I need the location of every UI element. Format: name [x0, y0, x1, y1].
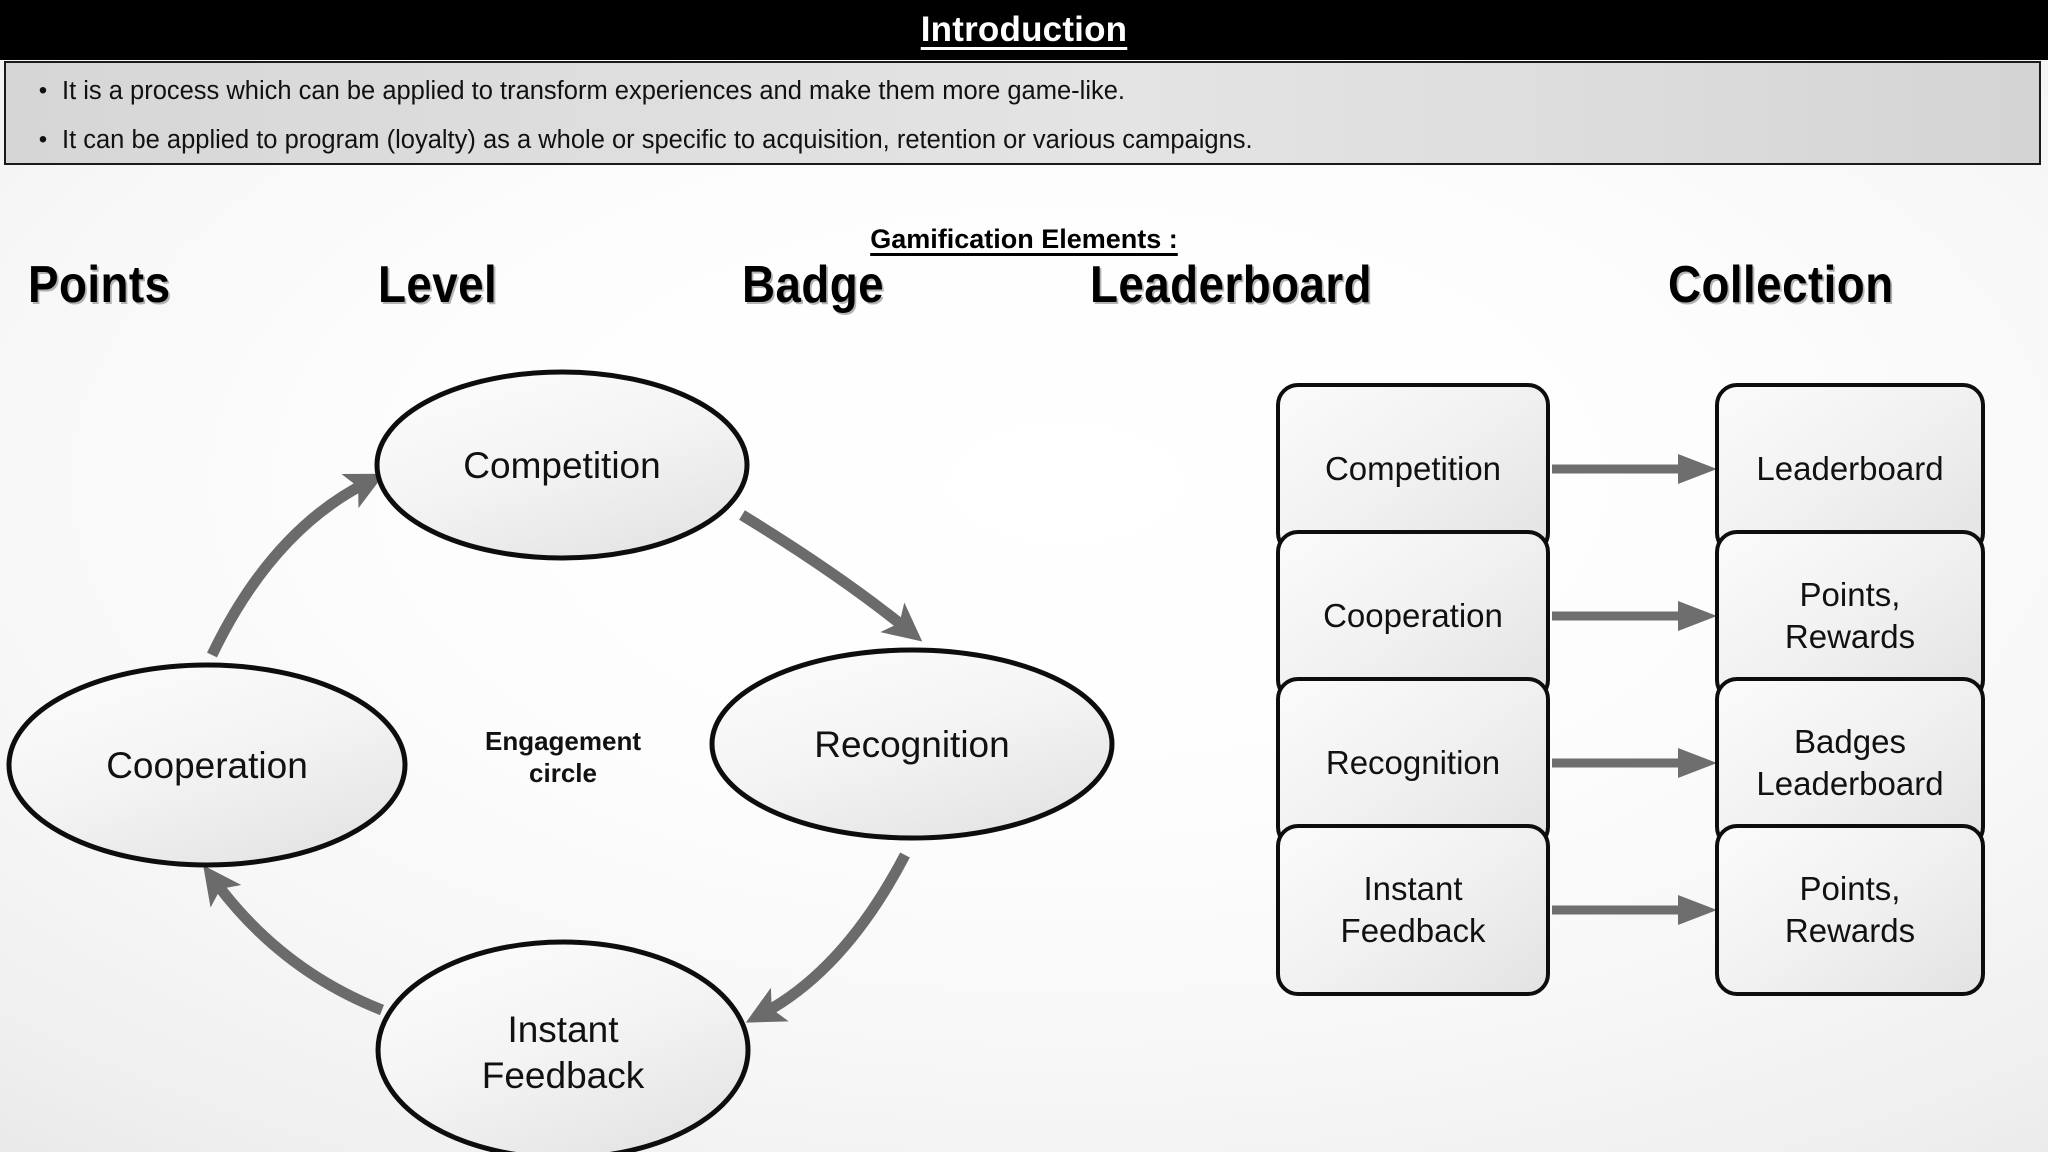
mapping-target-label-line2: Rewards [1784, 618, 1916, 655]
engagement-node-cooperation: Cooperation [6, 662, 408, 868]
element-word-level: Level [378, 256, 498, 314]
mapping-target-box-leaderboard[interactable]: Leaderboard [1715, 383, 1985, 555]
bullet-item: • It is a process which can be applied t… [6, 69, 2039, 118]
mapping-target-label-line1: Badges [1794, 722, 1906, 760]
engagement-node-instant-feedback: Instant Feedback [375, 939, 751, 1152]
mapping-target-label-line2: Leaderboard [1756, 765, 1944, 802]
mapping-target-label: Leaderboard [1756, 449, 1944, 487]
engagement-node-recognition: Recognition [709, 647, 1115, 841]
mapping-target-label-line2: Rewards [1784, 912, 1916, 949]
mapping-source-label: Competition [1324, 449, 1502, 487]
mapping-arrow-row-4 [1552, 895, 1717, 925]
mapping-target-box-points-rewards[interactable]: Points, Rewards [1715, 530, 1985, 702]
mapping-source-box-cooperation[interactable]: Cooperation [1276, 530, 1550, 702]
bullet-marker-icon: • [38, 126, 48, 153]
engagement-center-label-line2: circle [529, 758, 597, 788]
engagement-node-competition: Competition [374, 369, 750, 561]
element-word-points: Points [28, 256, 171, 314]
element-word-leaderboard: Leaderboard [1090, 256, 1373, 314]
mapping-arrow-row-1 [1552, 454, 1717, 484]
title-bar: Introduction [0, 0, 2048, 60]
bullet-marker-icon: • [38, 77, 48, 104]
mapping-target-label-line1: Points, [1799, 575, 1901, 613]
gamification-elements-heading-text: Gamification Elements : [870, 224, 1178, 254]
element-word-collection: Collection [1668, 256, 1894, 314]
flow-arrow-competition-to-recognition [739, 510, 923, 642]
flow-arrow-feedback-to-cooperation [203, 865, 385, 1016]
mapping-source-label-line1: Instant [1363, 869, 1463, 907]
engagement-node-instant-feedback-label-line2: Feedback [482, 1055, 645, 1096]
mapping-target-label-line1: Points, [1799, 869, 1901, 907]
mapping-arrow-row-2 [1552, 601, 1717, 631]
mapping-arrow-row-3 [1552, 748, 1717, 778]
engagement-center-label-line1: Engagement [485, 726, 641, 756]
mapping-source-label-line2: Feedback [1340, 912, 1486, 949]
mapping-source-box-recognition[interactable]: Recognition [1276, 677, 1550, 849]
element-word-badge: Badge [742, 256, 885, 314]
flow-arrow-recognition-to-feedback [745, 852, 910, 1023]
intro-bullet-box: • It is a process which can be applied t… [4, 61, 2041, 165]
bullet-item: • It can be applied to program (loyalty)… [6, 118, 2039, 167]
flow-arrow-cooperation-to-competition [207, 473, 385, 658]
engagement-node-recognition-label: Recognition [814, 724, 1009, 765]
bullet-text: It can be applied to program (loyalty) a… [62, 126, 1253, 154]
engagement-circle-diagram: Competition Recognition Instant Feedback… [6, 369, 1115, 1152]
mapping-source-label: Recognition [1325, 743, 1501, 781]
engagement-node-competition-label: Competition [463, 445, 660, 486]
mapping-source-box-instant-feedback[interactable]: Instant Feedback [1276, 824, 1550, 996]
mapping-source-label: Cooperation [1323, 596, 1503, 634]
bullet-text: It is a process which can be applied to … [62, 77, 1126, 105]
gamification-elements-heading: Gamification Elements : [0, 224, 2048, 255]
page-title: Introduction [920, 10, 1128, 49]
engagement-node-cooperation-label: Cooperation [106, 745, 308, 786]
mapping-source-box-competition[interactable]: Competition [1276, 383, 1550, 555]
engagement-node-instant-feedback-label-line1: Instant [507, 1009, 619, 1050]
mapping-target-box-points-rewards-2[interactable]: Points, Rewards [1715, 824, 1985, 996]
